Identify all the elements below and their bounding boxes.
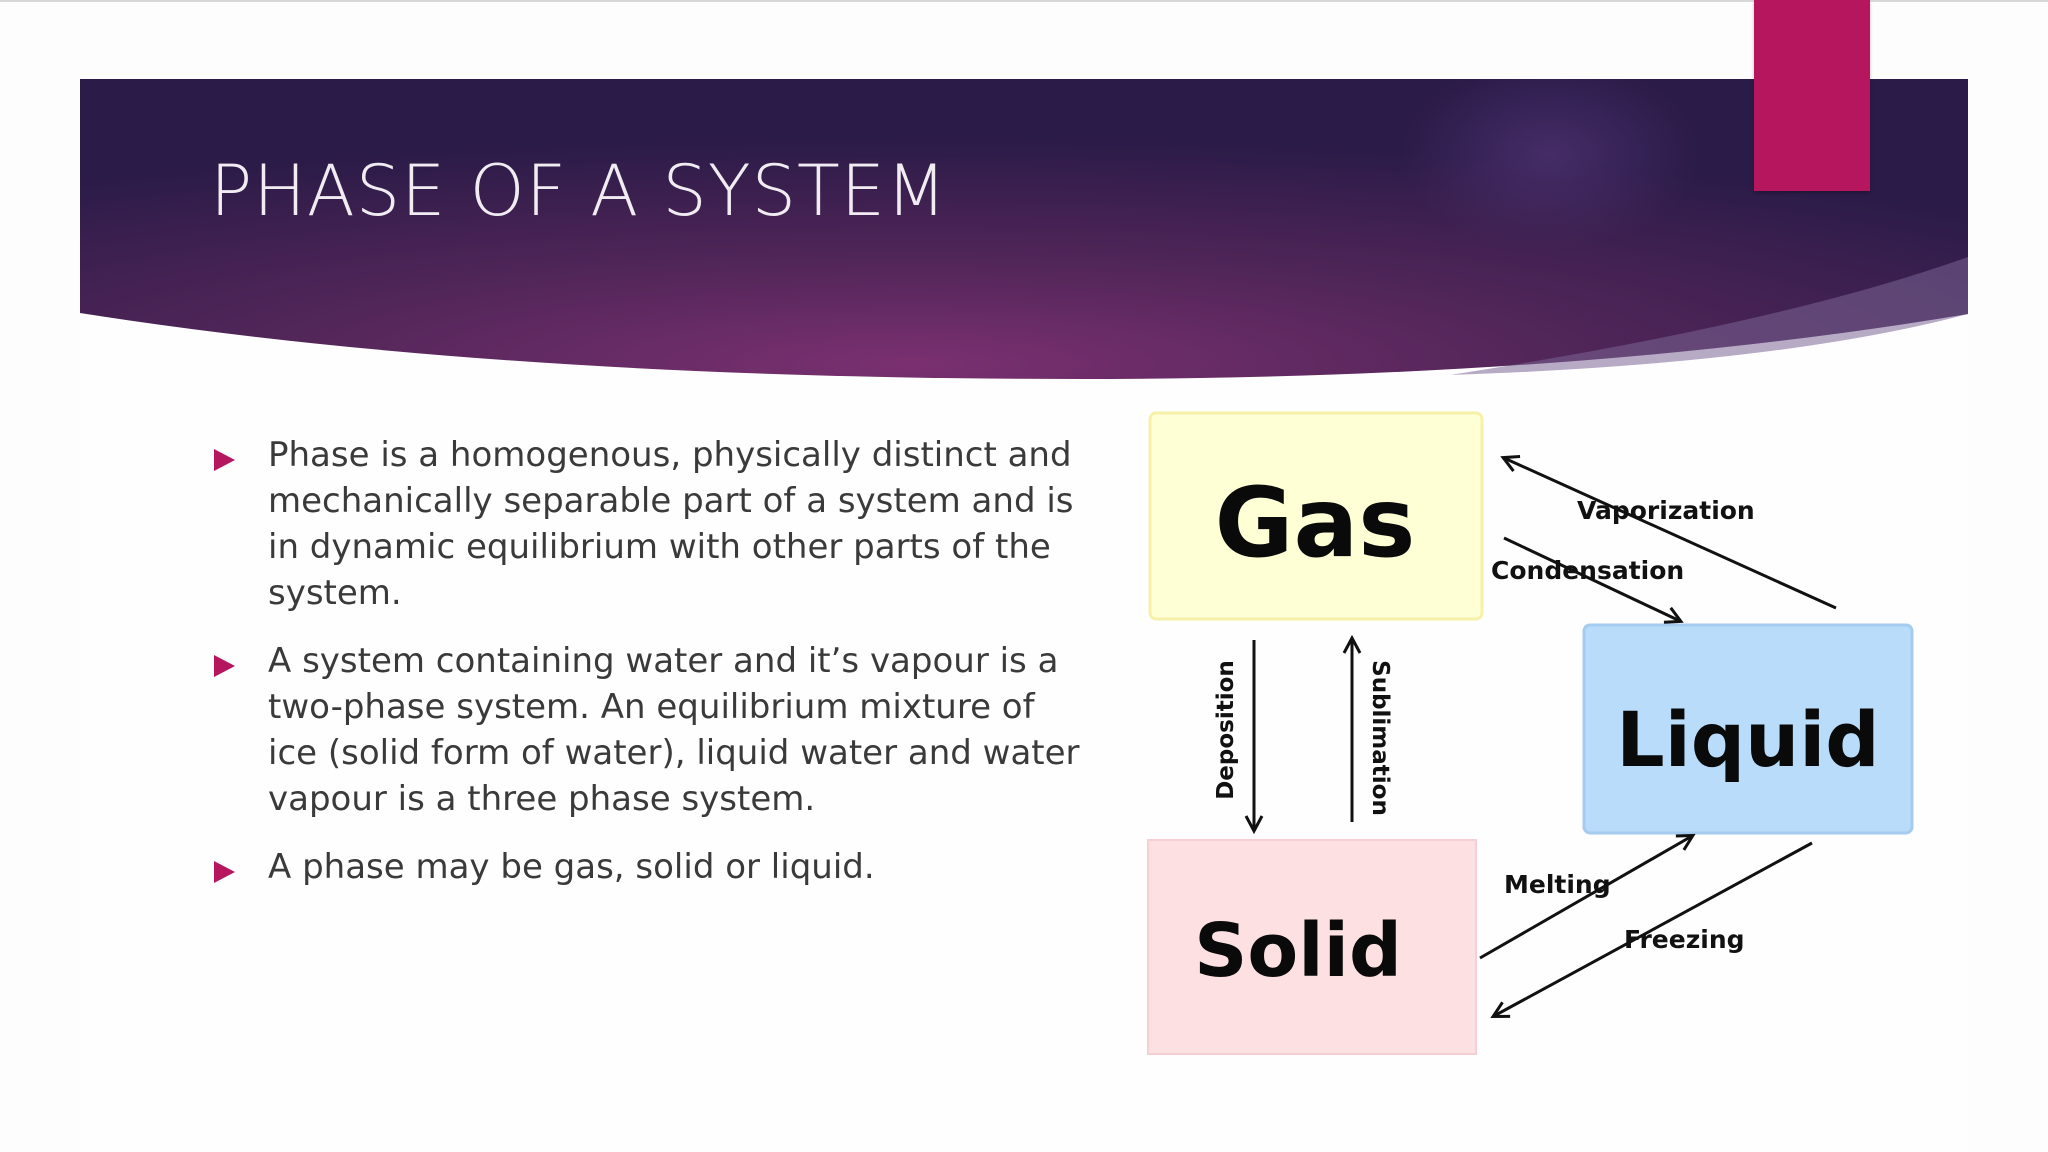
triangle-right-icon (214, 861, 235, 883)
solid-label: Solid (1194, 908, 1402, 994)
gas-label: Gas (1215, 467, 1416, 579)
slide-title: PHASE OF A SYSTEM (210, 150, 948, 232)
condensation-label: Condensation (1491, 556, 1684, 585)
bullet-text: A phase may be gas, solid or liquid. (268, 847, 875, 887)
solid-box (1147, 839, 1477, 1055)
gas-box (1148, 411, 1484, 621)
bullet-text: Phase is a homogenous, physically distin… (268, 435, 1074, 613)
triangle-right-icon (214, 449, 235, 471)
bullet-list: Phase is a homogenous, physically distin… (210, 432, 1090, 912)
freezing-arrow (1494, 841, 1813, 1016)
deposition-label: Deposition (1213, 660, 1239, 800)
vaporization-arrow (1504, 458, 1837, 610)
freezing-label: Freezing (1624, 925, 1745, 954)
phase-diagram: Gas Liquid Solid Vaporization Condensati… (1147, 411, 1914, 1055)
bullet-text: A system containing water and it’s vapou… (268, 641, 1080, 819)
triangle-right-icon (214, 655, 235, 677)
melting-label: Melting (1504, 870, 1611, 899)
liquid-box (1582, 623, 1914, 835)
condensation-arrow (1503, 536, 1680, 621)
slide-top-border (0, 0, 2048, 2)
list-item: A phase may be gas, solid or liquid. (210, 844, 1090, 890)
liquid-label: Liquid (1616, 695, 1879, 784)
list-item: A system containing water and it’s vapou… (210, 638, 1090, 822)
list-item: Phase is a homogenous, physically distin… (210, 432, 1090, 616)
accent-tab (1754, 0, 1870, 191)
vaporization-label: Vaporization (1577, 496, 1755, 525)
sublimation-label: Sublimation (1367, 660, 1393, 816)
melting-arrow (1479, 836, 1692, 960)
title-banner (80, 79, 1968, 379)
